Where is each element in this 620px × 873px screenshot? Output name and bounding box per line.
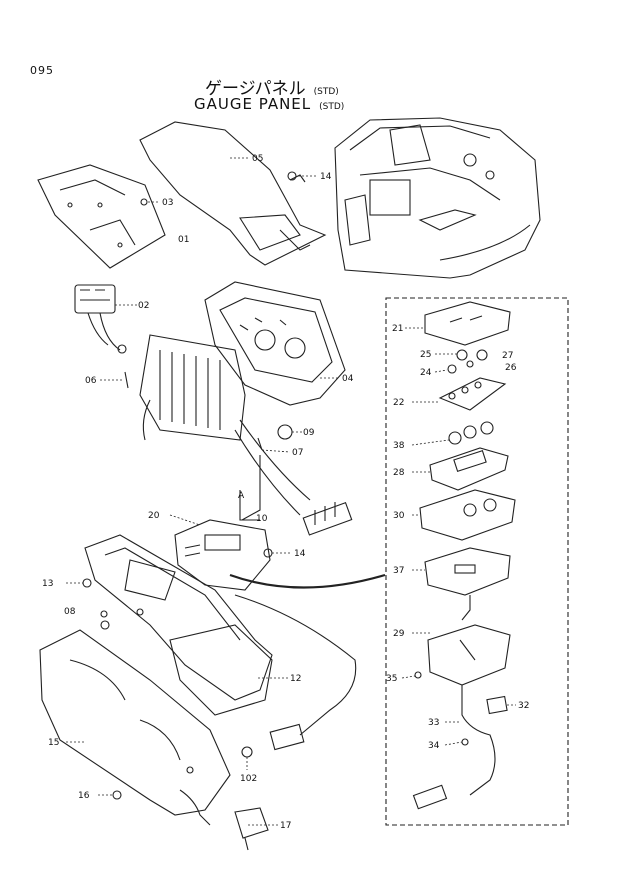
- harness-cable-lower: [234, 594, 357, 736]
- callout-35: 35: [386, 674, 397, 684]
- callout-10: 10: [256, 514, 268, 524]
- callout-13: 13: [42, 579, 53, 589]
- callout-08: 08: [64, 607, 76, 617]
- callout-17: 17: [280, 821, 291, 831]
- callout-14-mid: 14: [294, 549, 306, 559]
- callout-09: 09: [303, 428, 315, 438]
- callout-02: 02: [138, 301, 149, 311]
- top-cover-05: [139, 121, 327, 266]
- lower-cover-15: [39, 629, 231, 826]
- title-japanese: ゲージパネル(STD): [205, 79, 339, 99]
- callout-20: 20: [148, 511, 160, 521]
- gauge-frame-04: [204, 281, 346, 406]
- gauge-harness: [139, 334, 311, 516]
- cap-17: [234, 807, 269, 851]
- harness-02: [74, 284, 127, 354]
- left-cover-03: [37, 164, 166, 269]
- callout-29: 29: [393, 629, 405, 639]
- callout-12: 12: [290, 674, 301, 684]
- callout-30: 30: [393, 511, 405, 521]
- callout-34: 34: [428, 741, 440, 751]
- callout-14-top: 14: [320, 172, 332, 182]
- callout-24: 24: [420, 368, 432, 378]
- callout-102: 102: [240, 774, 257, 784]
- callout-38: 38: [393, 441, 405, 451]
- callout-06: 06: [85, 376, 97, 386]
- callout-32: 32: [518, 701, 529, 711]
- bracket-12: [84, 534, 273, 716]
- connector-10: [239, 455, 353, 536]
- callout-26: 26: [505, 363, 517, 373]
- callout-05: 05: [252, 154, 263, 164]
- exploded-assembly: [412, 301, 516, 810]
- callout-21: 21: [392, 324, 403, 334]
- machine-cab-illustration: [334, 117, 541, 279]
- callout-16: 16: [78, 791, 90, 801]
- leader-lines: [66, 157, 516, 826]
- callout-37: 37: [393, 566, 404, 576]
- callout-labels: 05 14 03 01 02 04 06 09 07 A 10 20 14 13…: [42, 154, 529, 831]
- page-number: 095: [30, 64, 54, 77]
- connector-lower: [269, 723, 305, 751]
- callout-33: 33: [428, 718, 439, 728]
- callout-03: 03: [162, 198, 173, 208]
- callout-A: A: [238, 491, 245, 501]
- callout-22: 22: [393, 398, 404, 408]
- callout-07: 07: [292, 448, 303, 458]
- callout-25: 25: [420, 350, 431, 360]
- callout-15: 15: [48, 738, 59, 748]
- harness-cable: [229, 573, 386, 589]
- bolts: [82, 171, 297, 800]
- panel-20: [174, 519, 271, 591]
- callout-04: 04: [342, 374, 354, 384]
- callout-28: 28: [393, 468, 405, 478]
- callout-01: 01: [178, 235, 189, 245]
- callout-27: 27: [502, 351, 513, 361]
- detail-dashed-box: [385, 297, 569, 826]
- title-english: GAUGE PANEL(STD): [194, 95, 345, 113]
